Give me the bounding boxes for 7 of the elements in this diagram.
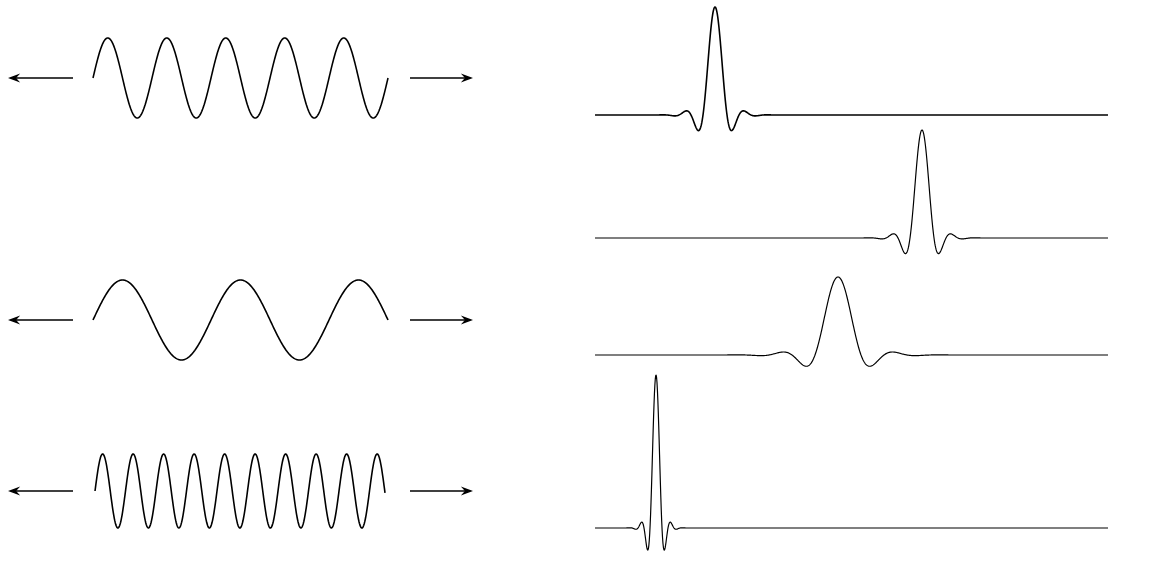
wave-drawing [92,279,389,361]
pulse-drawing [594,276,1109,367]
pulse-drawing [594,6,1109,132]
pulse-drawing [594,129,1109,255]
wave-drawing [94,453,386,529]
wave-drawing [92,37,389,119]
pulse-drawing [594,374,1109,551]
